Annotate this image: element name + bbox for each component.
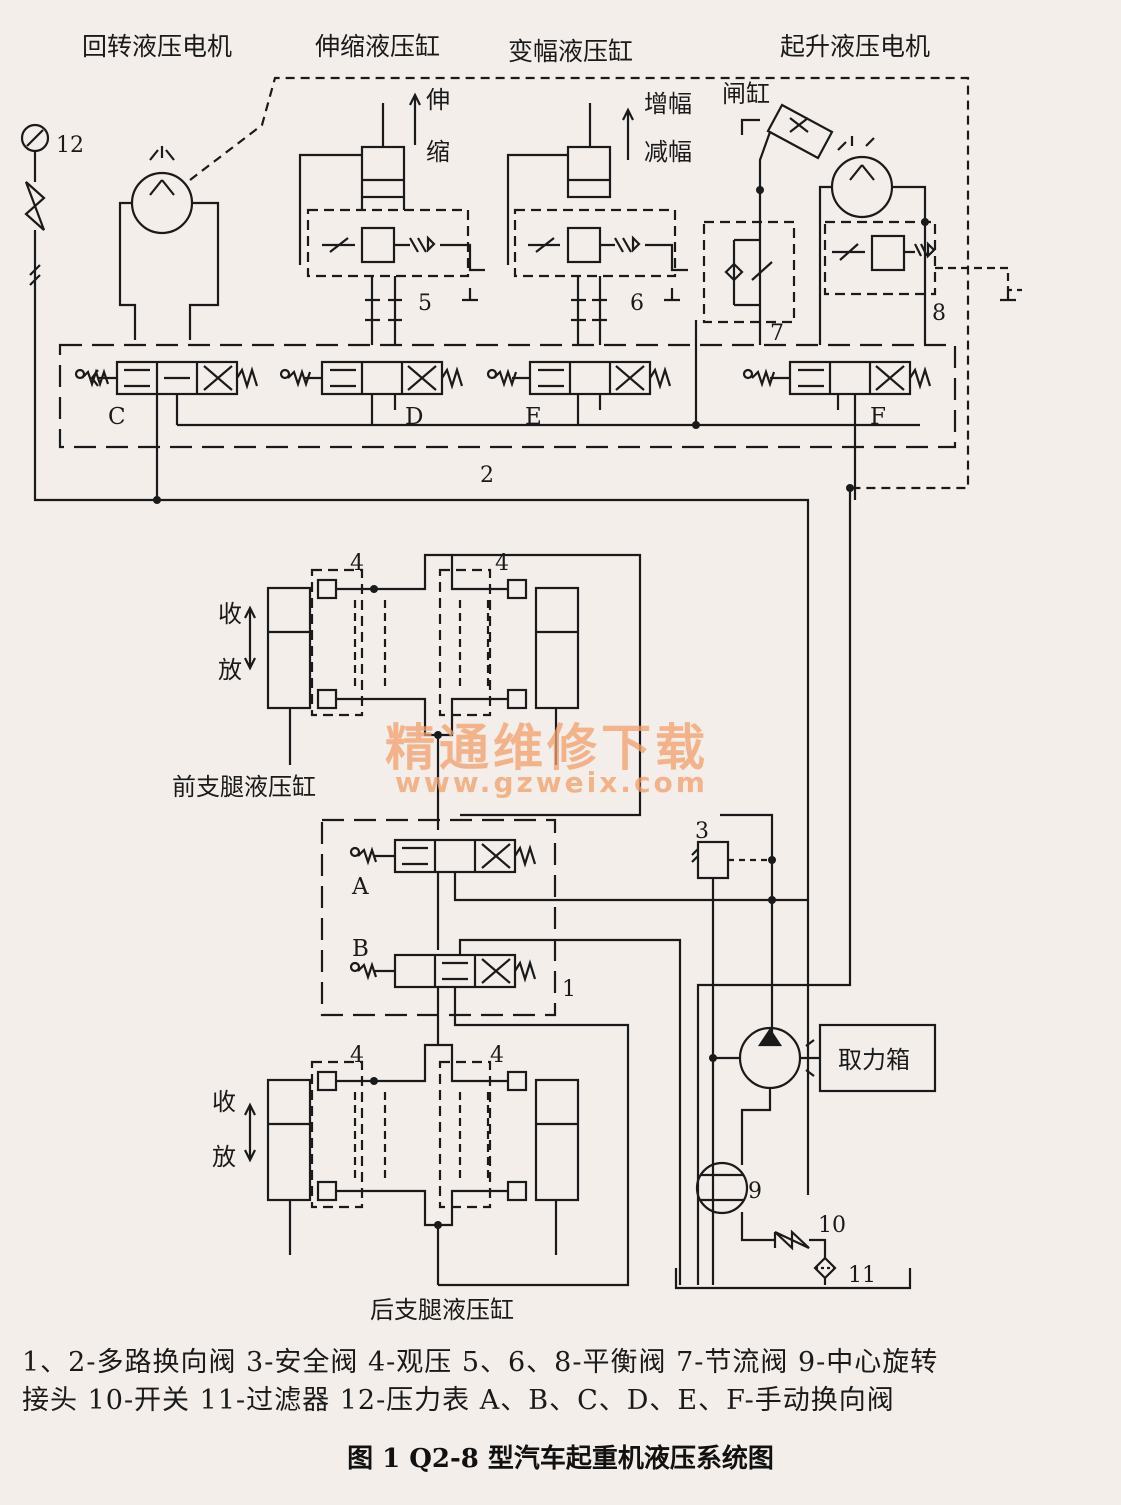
- telescopic-cylinder: [298, 103, 406, 265]
- hoist-return-line: [696, 488, 852, 1285]
- num-1: 1: [562, 977, 576, 1002]
- label-extend: 伸: [426, 86, 450, 114]
- throttle-valve-7: [694, 190, 796, 425]
- valve-group-2-boundary: [58, 343, 957, 449]
- watermark-text: 精通维修下载: [385, 719, 709, 777]
- label-luff-up: 增幅: [644, 90, 692, 118]
- balance-valve-6: [513, 208, 688, 345]
- label-luff-down: 减幅: [644, 138, 692, 166]
- pressure-gauge-12: [20, 123, 810, 1195]
- hoist-motor: [818, 136, 927, 345]
- valve-A: [349, 838, 808, 950]
- label-luffing-cylinder: 变幅液压缸: [508, 37, 633, 66]
- tank: [674, 1268, 912, 1290]
- num-6: 6: [630, 291, 644, 316]
- switch-10: [740, 1212, 827, 1258]
- num-7: 7: [770, 321, 784, 346]
- balance-valve-5: [306, 208, 485, 345]
- pilot-line-top: [189, 76, 970, 490]
- letter-C: C: [108, 404, 126, 430]
- pto-box: [818, 1023, 937, 1093]
- rear-outriggers: [266, 1043, 580, 1285]
- valve-E: [486, 360, 672, 425]
- num-4-fr: 4: [495, 551, 509, 576]
- luffing-cylinder: [506, 103, 612, 265]
- figure-title: 图 1 Q2-8 型汽车起重机液压系统图: [347, 1444, 774, 1474]
- label-rear-stow: 收: [212, 1088, 236, 1116]
- num-11: 11: [848, 1263, 876, 1288]
- junction-dots: [153, 186, 929, 1229]
- valve-D: [279, 360, 464, 425]
- extend-arrow: [409, 92, 421, 145]
- letter-B: B: [352, 936, 369, 962]
- num-12: 12: [56, 133, 84, 158]
- num-4-rl: 4: [350, 1043, 364, 1068]
- rear-outrigger-arrow: [244, 1102, 256, 1163]
- num-8: 8: [932, 301, 946, 326]
- label-retract: 缩: [426, 138, 450, 166]
- num-5: 5: [418, 291, 432, 316]
- num-10: 10: [818, 1213, 846, 1238]
- central-swivel-9: [695, 1161, 749, 1215]
- label-front-stow: 收: [218, 600, 242, 628]
- label-pto: 取力箱: [838, 1046, 910, 1074]
- label-hoist-motor: 起升液压电机: [780, 32, 930, 61]
- label-front-deploy: 放: [218, 656, 242, 684]
- balance-valve-8: [823, 220, 1022, 302]
- safety-valve-3: [691, 813, 774, 1285]
- filter-11: [813, 1256, 837, 1285]
- num-2: 2: [480, 463, 494, 488]
- num-3: 3: [695, 819, 709, 844]
- num-4-fl: 4: [350, 551, 364, 576]
- front-outrigger-arrow: [244, 605, 256, 671]
- valve-F: [742, 360, 932, 500]
- letter-D: D: [405, 404, 423, 430]
- brake-cylinder: [740, 103, 834, 190]
- label-telescopic-cylinder: 伸缩液压缸: [315, 32, 440, 61]
- label-rear-deploy: 放: [212, 1143, 236, 1171]
- letter-E: E: [525, 404, 542, 430]
- num-4-rr: 4: [490, 1043, 504, 1068]
- label-rotary-motor: 回转液压电机: [82, 32, 232, 61]
- num-9: 9: [748, 1179, 762, 1204]
- label-front-outrigger: 前支腿液压缸: [172, 773, 316, 801]
- legend-line-2: 接头 10-开关 11-过滤器 12-压力表 A、B、C、D、E、F-手动换向阀: [22, 1385, 895, 1416]
- letter-F: F: [870, 404, 886, 430]
- front-outriggers: [266, 553, 642, 830]
- label-brake-cylinder: 闸缸: [722, 80, 770, 108]
- luff-arrow: [622, 107, 634, 160]
- label-rear-outrigger: 后支腿液压缸: [370, 1296, 514, 1324]
- valve-B: [349, 938, 682, 1287]
- pump: [713, 1026, 820, 1165]
- valve-C: [74, 360, 259, 425]
- valve-group-1-boundary: [320, 818, 557, 1017]
- letter-A: A: [351, 874, 369, 900]
- rotary-motor: [118, 146, 220, 340]
- legend-line-1: 1、2-多路换向阀 3-安全阀 4-观压 5、6、8-平衡阀 7-节流阀 9-中…: [22, 1347, 939, 1378]
- watermark-url: www.gzweix.com: [395, 766, 708, 799]
